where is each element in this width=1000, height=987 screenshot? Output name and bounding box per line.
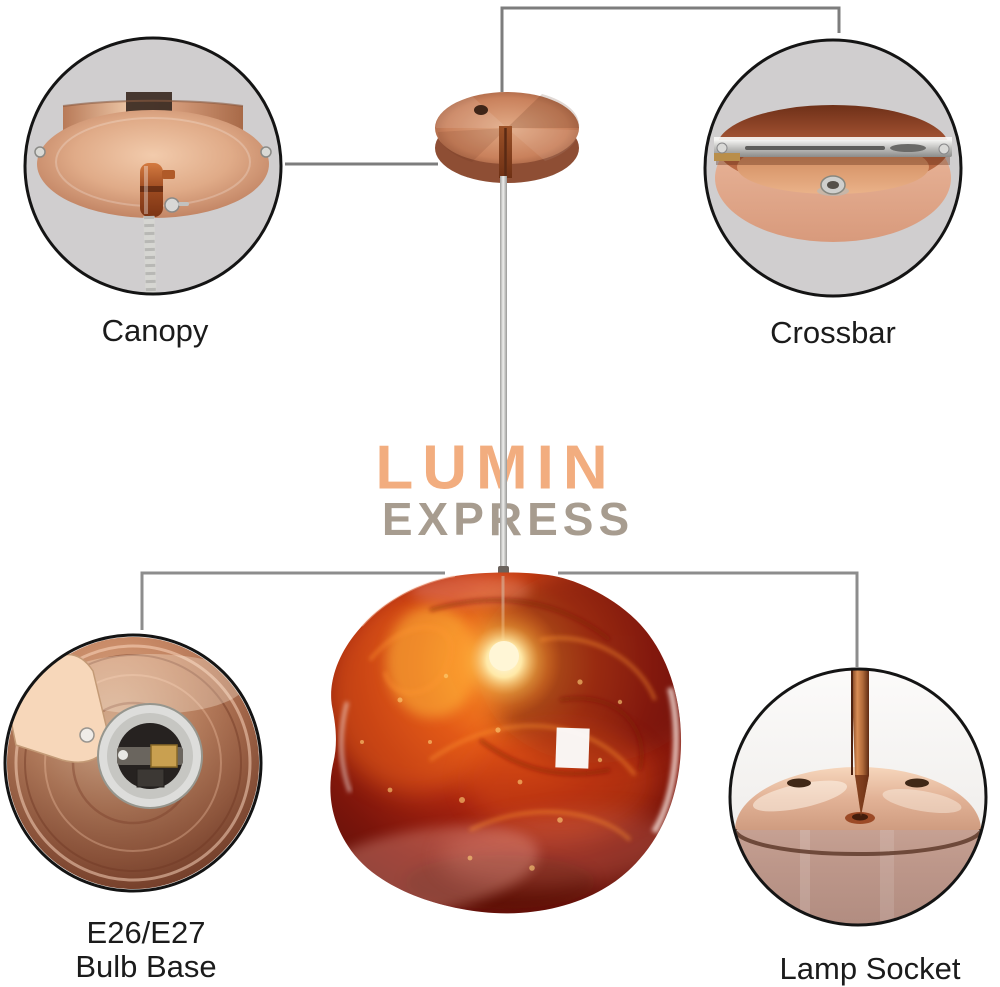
canopy-label: Canopy [101, 313, 209, 348]
socket-rod [851, 670, 869, 816]
lamp-socket-photo [728, 667, 988, 927]
ceiling-canopy-photo [435, 92, 580, 183]
dome-hole [787, 778, 811, 788]
connector-bulb-base [140, 571, 445, 630]
canopy-circle-border [23, 36, 283, 296]
canopy-photo [23, 36, 283, 296]
bulb-base-photo [3, 633, 263, 893]
crossbar-circle-border [703, 38, 963, 298]
pendant-shade-photo [330, 572, 682, 914]
window-reflection [555, 727, 590, 769]
canopy-hole [474, 105, 488, 115]
crossbar-bracket [714, 137, 952, 161]
hanging-cord [498, 176, 509, 576]
lamp-socket-circle-border [728, 667, 988, 927]
connector-crossbar [500, 6, 841, 92]
bulb-base-label: E26/E27 Bulb Base [75, 916, 216, 984]
bulb-base-label-line1: E26/E27 [86, 915, 206, 950]
crossbar-photo [703, 38, 963, 298]
bulb-base-circle-border [3, 633, 263, 893]
bulb-base-label-line2: Bulb Base [75, 949, 217, 984]
dome-hole [905, 778, 929, 788]
socket [97, 703, 203, 809]
connector-lamp-socket [558, 571, 859, 667]
sparkle-speckles [360, 673, 623, 871]
cord-grip [140, 163, 189, 217]
lamp-socket-label: Lamp Socket [779, 951, 961, 986]
watermark-line1: LUMIN [375, 433, 617, 503]
crossbar-label: Crossbar [770, 315, 896, 350]
